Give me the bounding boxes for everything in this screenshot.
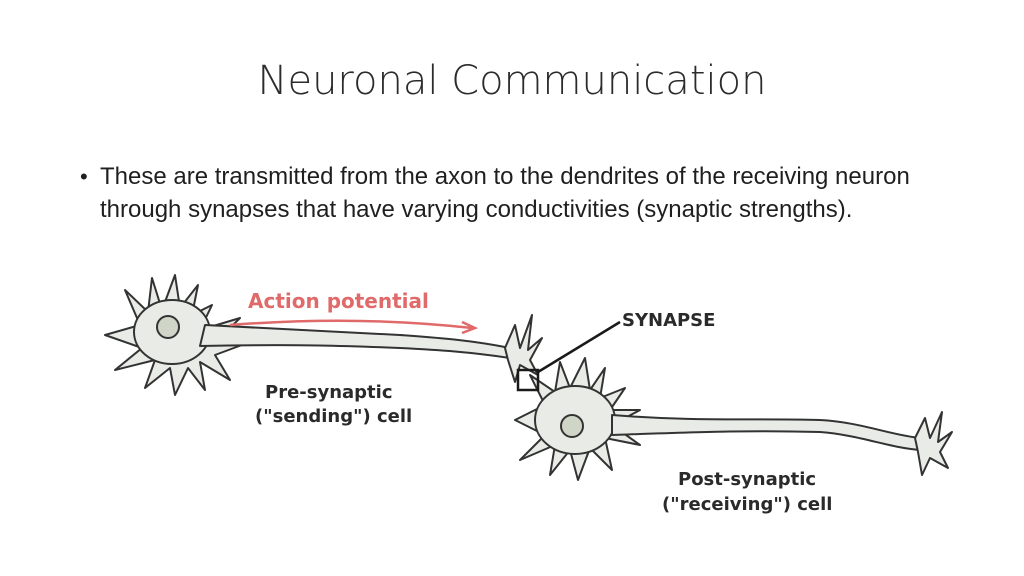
pre-synaptic-label-line1: Pre-synaptic (265, 382, 393, 403)
bullet-item: • These are transmitted from the axon to… (76, 160, 956, 226)
synapse-label: SYNAPSE (622, 310, 715, 331)
post-nucleus (560, 414, 584, 438)
action-potential-label: Action potential (248, 289, 429, 313)
bullet-text: These are transmitted from the axon to t… (100, 163, 910, 223)
post-axon-terminal (914, 411, 953, 476)
post-synaptic-label-line1: Post-synaptic (678, 469, 816, 490)
post-synaptic-label-line2: ("receiving") cell (662, 494, 832, 515)
pre-axon (199, 324, 511, 359)
pre-synaptic-label-line2: ("sending") cell (255, 406, 412, 427)
pre-synaptic-neuron (104, 274, 543, 396)
neuron-diagram: Action potential SYNAPSE Pre-synaptic ("… (104, 274, 953, 515)
synapse-marker (516, 320, 621, 392)
pre-nucleus (156, 315, 180, 339)
post-synaptic-neuron (514, 357, 953, 481)
synapse-box (516, 368, 540, 392)
slide-title: Neuronal Communication (257, 58, 767, 104)
bullet-list: • These are transmitted from the axon to… (76, 160, 956, 226)
pre-axon-terminal (504, 314, 543, 383)
bullet-marker: • (80, 164, 88, 189)
action-potential-arrow (229, 319, 479, 335)
synapse-pointer (537, 320, 621, 374)
post-axon (611, 414, 921, 451)
